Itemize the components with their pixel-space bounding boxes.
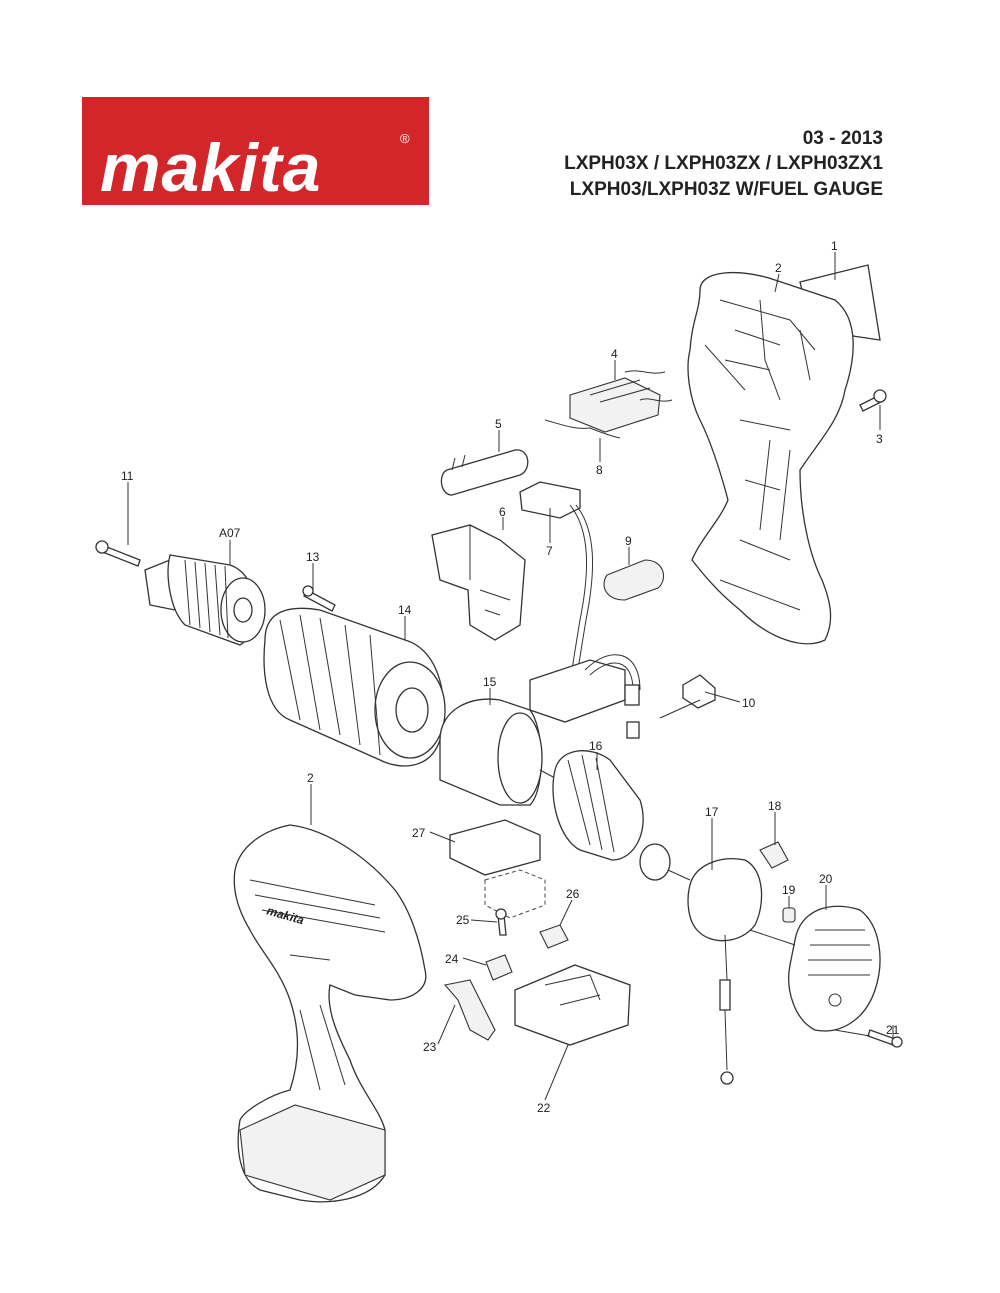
callout-16: 16 <box>589 739 603 753</box>
part-24-pad <box>485 954 513 981</box>
callout-23: 23 <box>423 1040 437 1054</box>
makita-logo: makita ® <box>82 97 429 205</box>
part-4-switch-lever <box>569 377 661 433</box>
part-16-armature <box>539 750 691 881</box>
leader-lines <box>127 252 894 1101</box>
part-14-gear-assembly <box>263 607 446 767</box>
part-2-housing-right <box>687 271 854 645</box>
part-a07-keyless-chuck <box>144 554 266 646</box>
callout-7: 7 <box>546 544 553 558</box>
part-15-magnet-housing <box>439 698 543 806</box>
fuel-gauge-board <box>529 654 641 723</box>
header-date: 03 - 2013 <box>802 128 883 149</box>
callout-11: 11 <box>121 469 134 483</box>
callout-25: 25 <box>456 913 470 927</box>
callout-24: 24 <box>445 952 459 966</box>
part-5-capacitor <box>440 449 529 496</box>
callout-17: 17 <box>705 805 719 819</box>
callout-14: 14 <box>398 603 412 617</box>
part-23-terminal-lead <box>443 979 496 1041</box>
part-17-brush-holder <box>687 858 763 1085</box>
header-subtitle: LXPH03/LXPH03Z W/FUEL GAUGE <box>569 179 883 200</box>
part-11-screw <box>95 540 141 567</box>
logo-wordmark: makita <box>100 130 321 205</box>
callout-19: 19 <box>782 883 796 897</box>
callout-13: 13 <box>306 550 320 564</box>
part-20-rear-cover <box>788 905 881 1032</box>
part-27-insulating-pad <box>449 819 541 876</box>
callout-3: 3 <box>876 432 883 446</box>
part-19-carbon-brush <box>782 907 796 923</box>
part-2-housing-left: makita <box>233 824 427 1203</box>
part-3-screw <box>859 389 887 412</box>
part-22-battery-terminal <box>514 964 631 1046</box>
callout-8: 8 <box>596 463 603 477</box>
callout-15: 15 <box>483 675 497 689</box>
callout-26: 26 <box>566 887 580 901</box>
part-8-springs <box>544 370 673 439</box>
part-18-brush-clip <box>759 841 789 869</box>
callout-9: 9 <box>625 534 632 548</box>
part-10-connector-clip <box>626 674 716 739</box>
callout-10: 10 <box>742 696 756 710</box>
callout-labels: 1 2 3 4 5 6 7 8 9 10 11 A07 13 14 15 16 … <box>121 239 900 1115</box>
callout-2-upper: 2 <box>775 261 782 275</box>
part-26-pad <box>539 924 569 949</box>
part-13-screw <box>302 585 336 612</box>
callout-2-lower: 2 <box>307 771 314 785</box>
callout-a07: A07 <box>219 526 241 540</box>
part-9-cover <box>603 559 665 601</box>
callout-5: 5 <box>495 417 502 431</box>
callout-1: 1 <box>831 239 838 253</box>
callout-6: 6 <box>499 505 506 519</box>
registered-mark: ® <box>400 131 410 146</box>
callout-20: 20 <box>819 872 833 886</box>
callout-21: 21 <box>886 1023 900 1037</box>
part-6-switch <box>431 524 526 641</box>
callout-4: 4 <box>611 347 618 361</box>
callout-27: 27 <box>412 826 426 840</box>
part-21-screw <box>867 1029 903 1048</box>
part-25-screw <box>495 908 507 936</box>
callout-18: 18 <box>768 799 782 813</box>
header-models: LXPH03X / LXPH03ZX / LXPH03ZX1 <box>564 153 883 174</box>
callout-22: 22 <box>537 1101 551 1115</box>
